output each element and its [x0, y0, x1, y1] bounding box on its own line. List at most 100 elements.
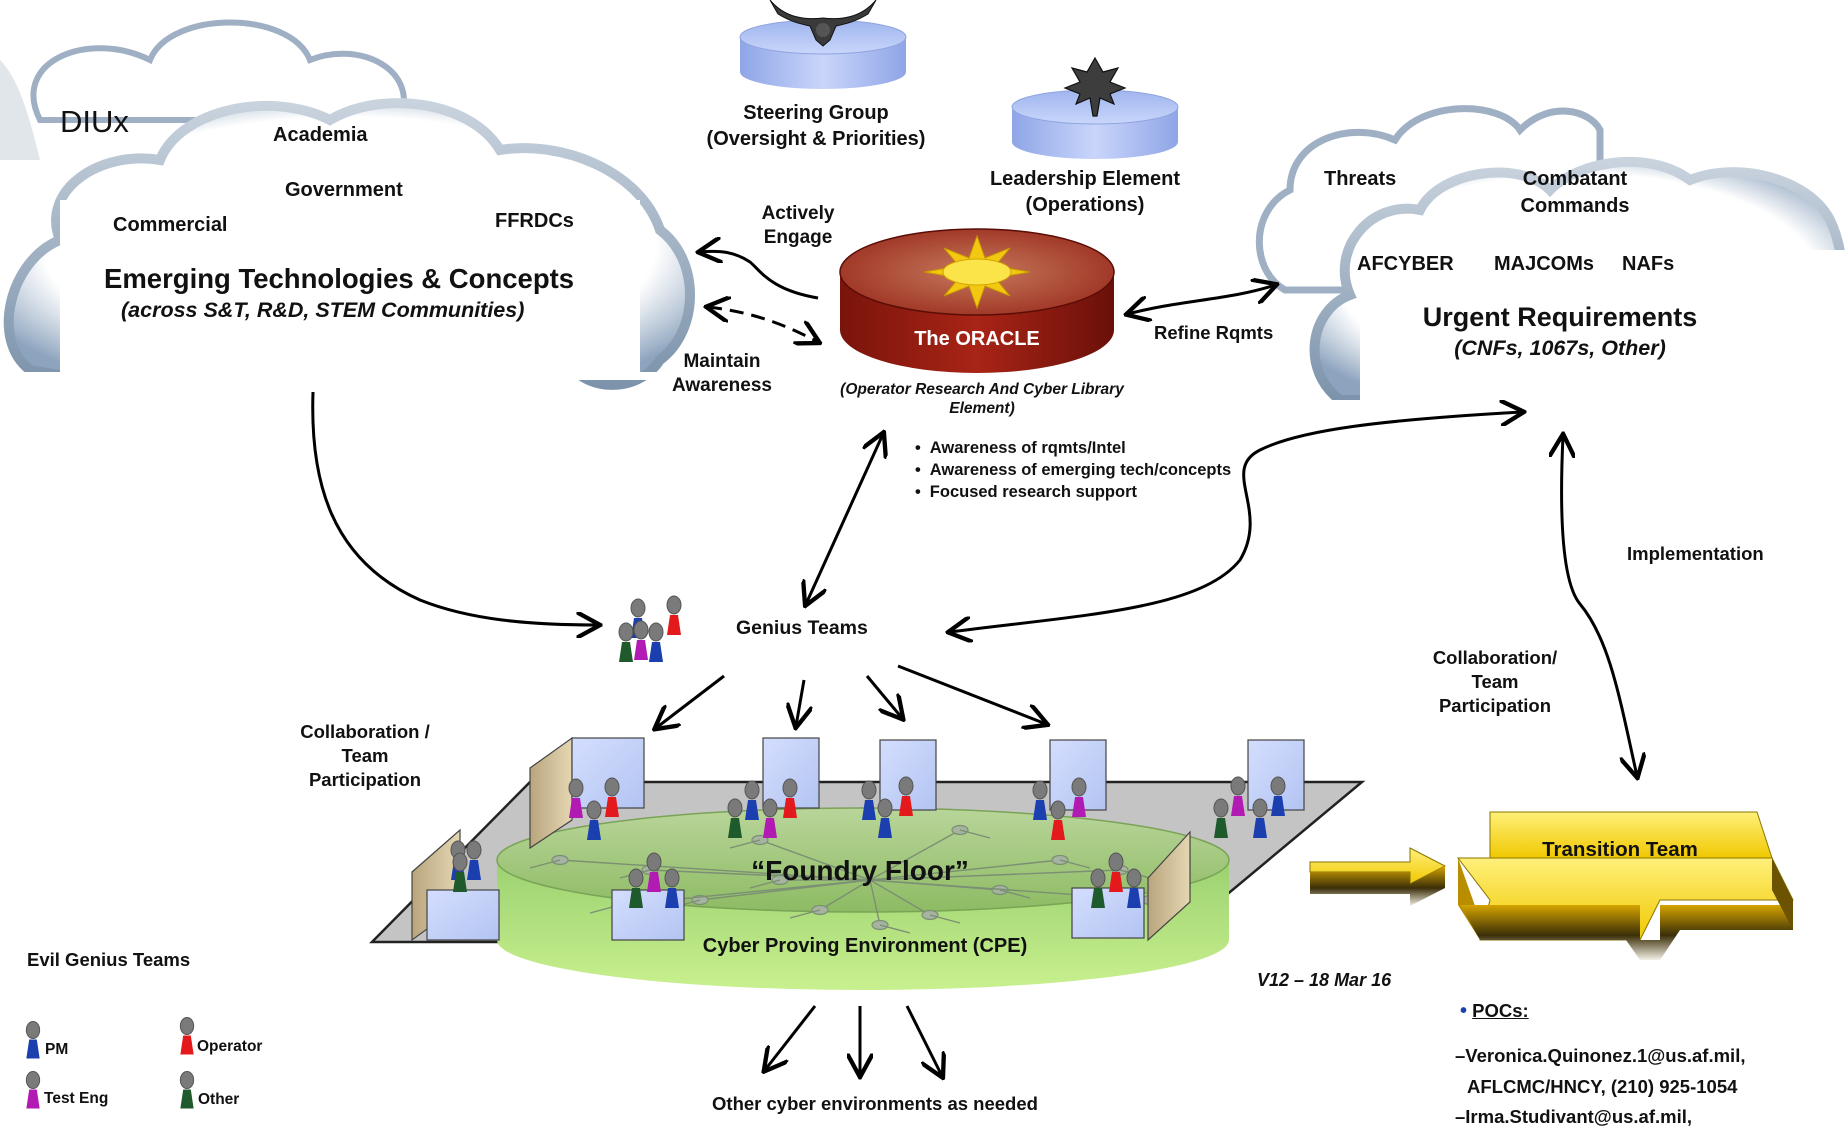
legend-label-pm: PM: [45, 1041, 69, 1058]
person-icon: [1090, 868, 1106, 908]
commands-label: Commands: [1520, 195, 1630, 217]
government-label: Government: [285, 179, 403, 201]
person-icon: [877, 798, 893, 838]
oracle-bullet-list: Awareness of rqmts/Intel Awareness of em…: [915, 437, 1231, 503]
collaboration-left-label-2: Team: [341, 745, 389, 766]
person-icon: [1252, 798, 1268, 838]
ffrdcs-label: FFRDCs: [495, 210, 574, 232]
poc-line-3: –Irma.Studivant@us.af.mil,: [1455, 1106, 1693, 1127]
commercial-label: Commercial: [113, 214, 228, 236]
oracle-to-genius-arrow: [806, 434, 883, 604]
person-icon: [1050, 800, 1066, 840]
cpe-down-arrow-3: [905, 1005, 942, 1076]
person-icon: [861, 780, 877, 820]
right-cloud: [1255, 105, 1845, 406]
steering-group-sublabel: (Oversight & Priorities): [706, 128, 926, 150]
legend-title: Evil Genius Teams: [27, 949, 191, 970]
leadership-element-sublabel: (Operations): [1025, 194, 1145, 216]
person-icon: [604, 777, 620, 817]
person-icon: [1032, 780, 1048, 820]
genius-teams-label: Genius Teams: [736, 617, 868, 639]
maintain-awareness-arrow: [708, 307, 818, 342]
person-icon: [898, 776, 914, 816]
legend-label-other: Other: [198, 1091, 240, 1108]
poc-line-1: –Veronica.Quinonez.1@us.af.mil,: [1455, 1045, 1746, 1066]
pocs-heading-text: POCs:: [1472, 1000, 1529, 1021]
oracle-bullet: Focused research support: [915, 481, 1231, 503]
implementation-label: Implementation: [1627, 543, 1764, 564]
small-yellow-arrow-icon: [1309, 847, 1447, 906]
version-label: V12 – 18 Mar 16: [1257, 970, 1392, 990]
person-icon: [1126, 868, 1142, 908]
workstation-divider: [1147, 830, 1191, 942]
person-icon: [1270, 776, 1286, 816]
oracle-expansion-line2: Element): [949, 400, 1015, 417]
urgent-requirements-title: Urgent Requirements: [1422, 302, 1698, 332]
academia-label: Academia: [273, 124, 368, 146]
urgent-requirements-subtitle: (CNFs, 1067s, Other): [1454, 336, 1666, 360]
person-icon: [648, 622, 664, 662]
collaboration-left-label: Collaboration /: [300, 721, 430, 742]
oracle-bullet: Awareness of emerging tech/concepts: [915, 459, 1231, 481]
actively-engage-label: Actively: [761, 203, 835, 224]
genius-down-arrow-2: [796, 679, 804, 726]
afcyber-label: AFCYBER: [1357, 253, 1454, 275]
pocs-heading: • POCs:: [1460, 1000, 1529, 1023]
transition-team-label: Transition Team: [1542, 838, 1698, 861]
workstation-screen: [426, 889, 500, 941]
oracle-label: The ORACLE: [914, 328, 1040, 350]
refine-rqmts-arrow: [1128, 285, 1275, 314]
cpe-label: Cyber Proving Environment (CPE): [702, 935, 1028, 957]
collaboration-left-label-3: Participation: [308, 769, 422, 790]
implementation-arrow: [1562, 436, 1637, 776]
oak-leaf-insignia-icon: [1063, 56, 1127, 117]
combatant-label: Combatant: [1522, 168, 1628, 190]
person-icon: [762, 798, 778, 838]
legend-icons: [25, 1016, 195, 1109]
person-icon: [586, 800, 602, 840]
person-icon: [782, 778, 798, 818]
person-icon: [727, 798, 743, 838]
person-icon: [1230, 776, 1246, 816]
genius-down-arrow-3: [865, 675, 902, 718]
person-icon: [179, 1070, 195, 1109]
person-icon: [25, 1070, 41, 1109]
person-icon: [664, 868, 680, 908]
flow-arrows: [311, 251, 1637, 1076]
legend-label-operator: Operator: [197, 1038, 263, 1055]
team-workstations: [411, 736, 1305, 942]
person-icon: [666, 595, 682, 635]
transition-team-block: [1456, 811, 1794, 960]
workstation-screen: [762, 737, 820, 809]
genius-down-arrow-4: [897, 664, 1046, 724]
genius-to-requirements-arrow: [950, 412, 1522, 632]
collaboration-right-label-2: Team: [1471, 671, 1519, 692]
left-cloud: [0, 19, 695, 390]
emerging-tech-subtitle: (across S&T, R&D, STEM Communities): [121, 298, 525, 322]
actively-engage-arrow: [700, 251, 819, 300]
sun-star-icon: [923, 234, 1031, 310]
oracle-bullet: Awareness of rqmts/Intel: [915, 437, 1231, 459]
steering-group-label: Steering Group: [743, 102, 889, 124]
person-icon: [179, 1016, 195, 1055]
person-icon: [744, 780, 760, 820]
person-icon: [25, 1020, 41, 1059]
person-icon: [452, 852, 468, 892]
refine-rqmts-label: Refine Rqmts: [1154, 322, 1274, 343]
diux-label: DIUx: [60, 104, 129, 139]
legend-label-test-eng: Test Eng: [44, 1090, 109, 1107]
genius-down-arrow-1: [656, 674, 725, 728]
person-icon: [568, 778, 584, 818]
bullet-icon: •: [1460, 1000, 1468, 1022]
actively-engage-label-2: Engage: [763, 227, 833, 248]
person-icon: [466, 840, 482, 880]
eagle-insignia-icon: [769, 0, 877, 47]
poc-line-2: AFLCMC/HNCY, (210) 925-1054: [1467, 1076, 1738, 1097]
person-icon: [1108, 852, 1124, 892]
collaboration-right-label: Collaboration/: [1432, 647, 1558, 668]
majcoms-label: MAJCOMs: [1494, 253, 1595, 275]
genius-team-people: [618, 595, 682, 662]
person-icon: [628, 868, 644, 908]
person-icon: [1213, 798, 1229, 838]
